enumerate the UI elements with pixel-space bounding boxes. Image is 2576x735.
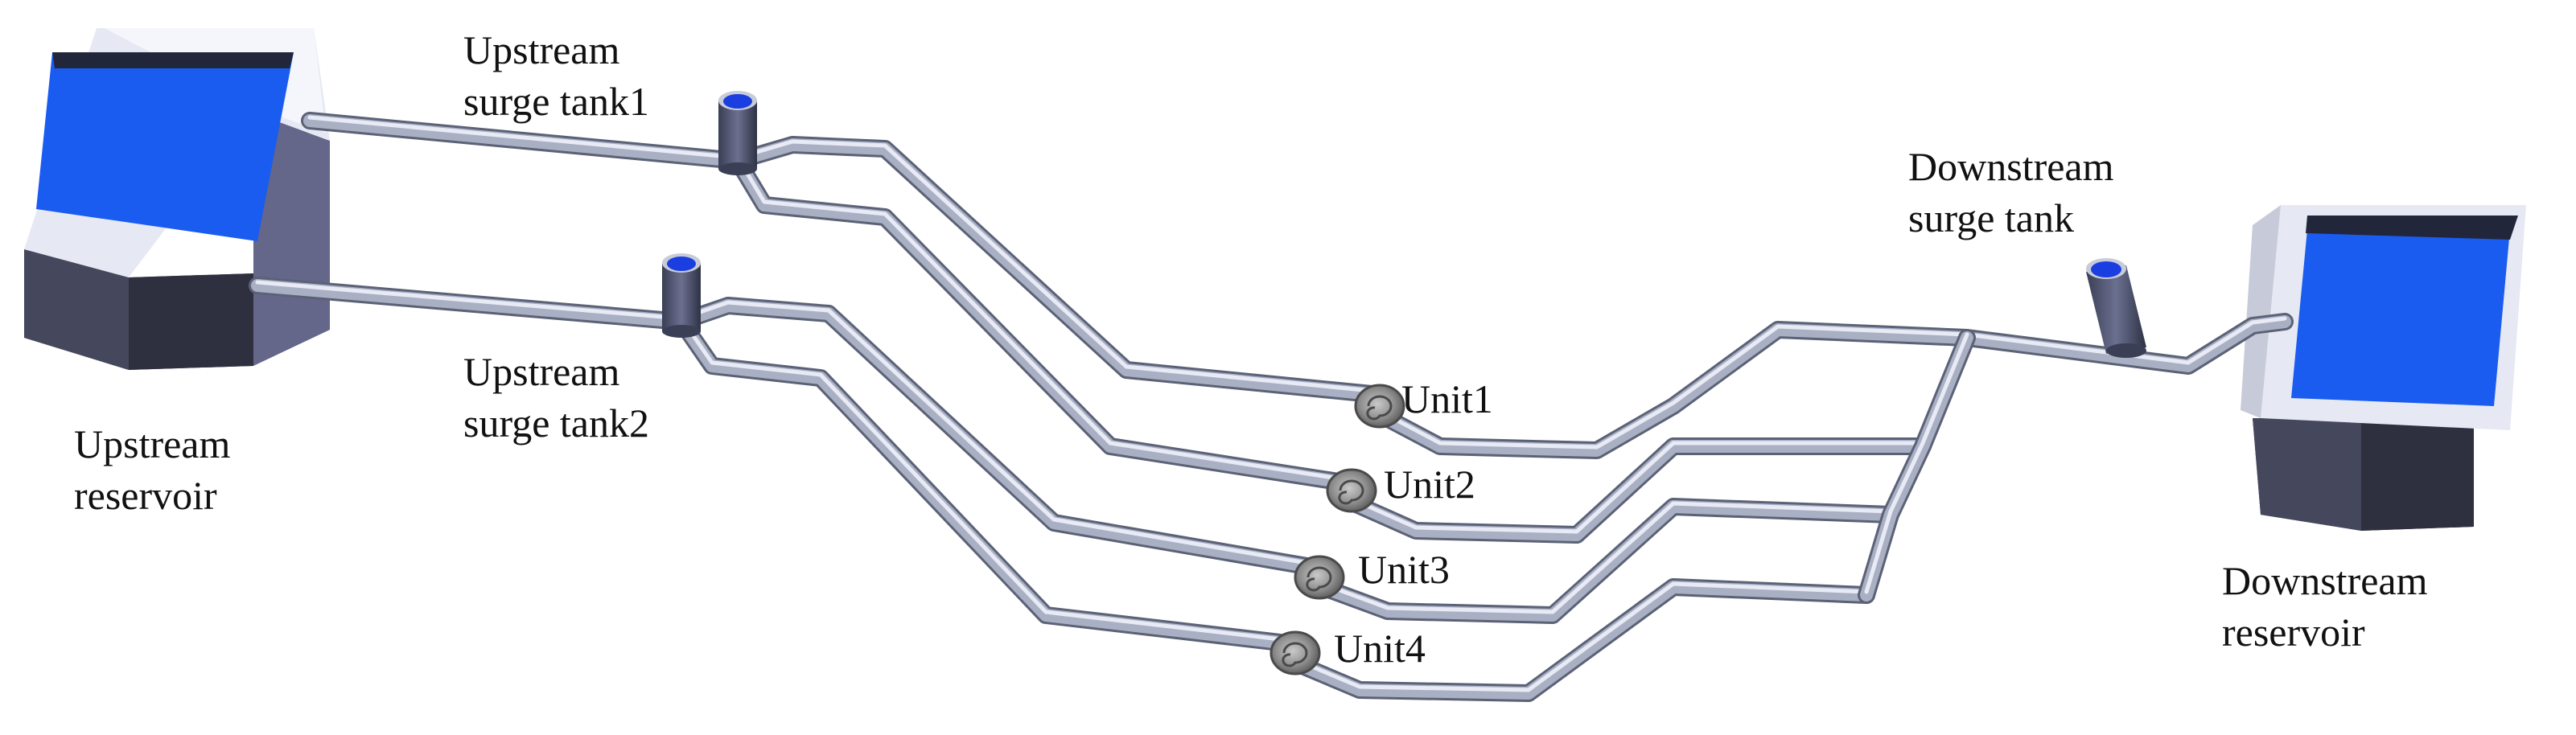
upstream-surge-tank-2-label: Upstream surge tank2 [463,346,649,449]
unit-4-label: Unit4 [1334,626,1426,671]
upstream-surge-tank-1-label: Upstream surge tank1 [463,24,649,127]
turbine-unit-3 [1294,555,1345,600]
downstream-surge-tank [2086,258,2146,358]
pipe-headrace-2-highlight [255,280,1314,566]
unit-2-label: Unit2 [1384,462,1475,507]
downstream-reservoir-label-line1: Downstream [2222,558,2428,603]
turbine-unit-1 [1354,384,1405,429]
downstream-reservoir [2241,205,2526,531]
turbine-unit-2 [1326,468,1377,513]
pipe-tailrace-4-highlight [1285,581,1869,692]
pipe-tailrace-3-highlight [1309,501,1893,614]
upstream-surge-tank-2-label-line1: Upstream [463,349,620,394]
unit-1-label: Unit1 [1401,376,1493,421]
pipe-tailrace-1-highlight [1369,316,2287,450]
pipe-penstock-4-highlight [679,316,1290,643]
pipe-tailrace-3-body [1305,500,1897,622]
upstream-surge-tank-1-label-line2: surge tank1 [463,79,649,124]
upstream-reservoir-water [36,52,294,241]
upstream-reservoir-label: Upstream reservoir [74,418,230,521]
upstream-reservoir-label-line1: Upstream [74,421,231,466]
downstream-surge-tank-label-line1: Downstream [1908,144,2114,189]
pipe-tailrace-4-body [1281,581,1873,700]
upstream-surge-tank-2 [662,253,701,338]
upstream-surge-tank-1-label-line1: Upstream [463,27,620,72]
pipe-tailrace-1 [1363,313,2294,459]
downstream-reservoir-water [2291,229,2510,406]
upstream-reservoir-label-line2: reservoir [74,473,217,518]
downstream-reservoir-label-line2: reservoir [2222,610,2365,655]
pipe-headrace-1-highlight [307,115,1374,393]
downstream-surge-tank-label: Downstream surge tank [1908,141,2114,244]
upstream-surge-tank-1 [718,91,757,175]
pipe-network [249,112,2294,702]
pipe-tailrace-2-body [1337,440,1929,541]
pipe-headrace-1-body [303,114,1378,400]
turbine-unit-4 [1269,630,1321,675]
pipe-penstock-2-highlight [735,155,1346,482]
pipe-headrace-2 [249,277,1320,576]
upstream-reservoir [24,28,330,370]
downstream-reservoir-label: Downstream reservoir [2222,555,2428,658]
pipe-tailrace-2-highlight [1341,441,1925,534]
pipe-tailrace-collector-highlight [1864,332,1969,594]
pipe-headrace-2-body [251,279,1318,573]
unit-3-label: Unit3 [1358,547,1450,592]
turbines [1269,384,1405,675]
downstream-surge-tank-label-line2: surge tank [1908,195,2074,240]
upstream-surge-tank-2-label-line2: surge tank2 [463,400,649,446]
pipe-tailrace-1-body [1365,315,2291,457]
